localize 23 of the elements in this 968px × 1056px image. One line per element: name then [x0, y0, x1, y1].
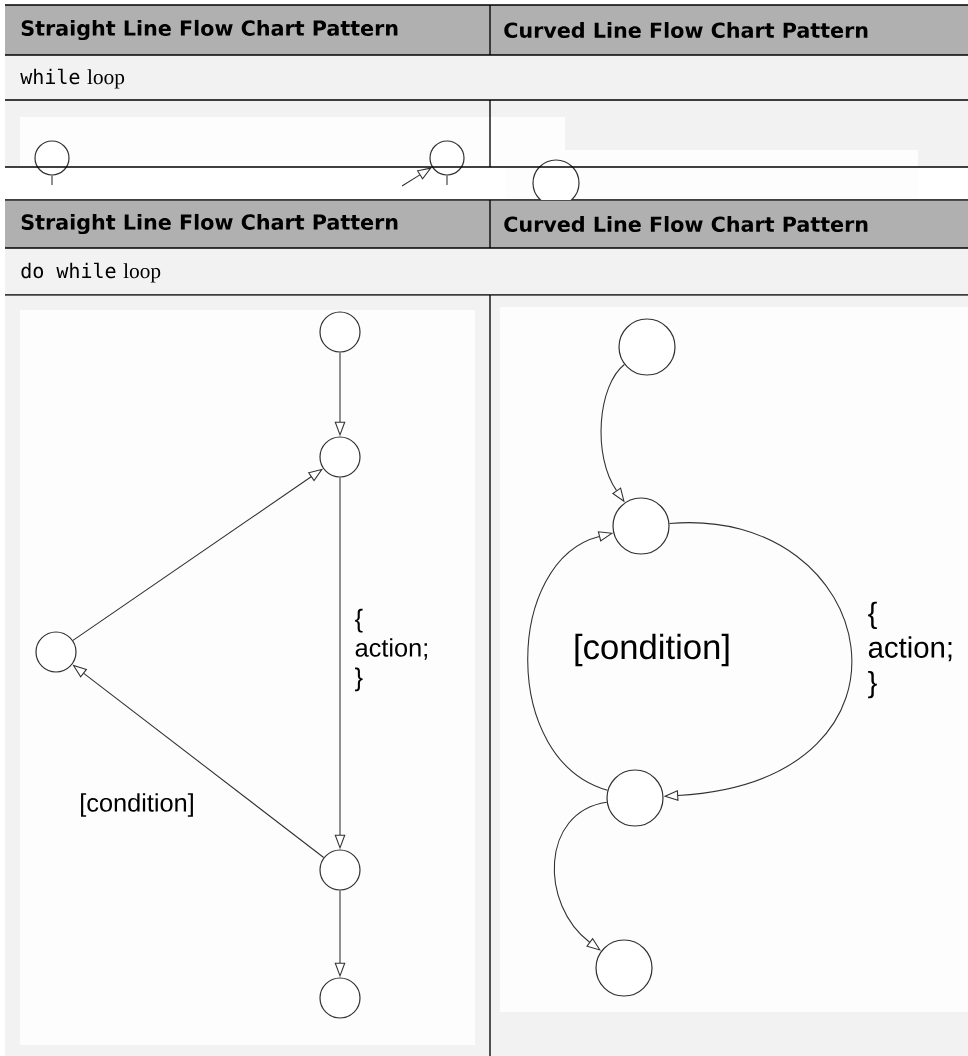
header-cell: Straight Line Flow Chart Pattern	[5, 5, 490, 55]
state-circle	[618, 318, 676, 376]
state-circle	[606, 769, 664, 827]
state-circle	[319, 311, 361, 353]
edge-label: [condition]	[77, 791, 197, 819]
state-circle	[595, 939, 653, 997]
state-circle	[612, 497, 670, 555]
edge-label: { action; }	[353, 607, 427, 693]
state-circle	[532, 159, 580, 200]
state-circle	[35, 631, 77, 673]
state-circle	[319, 436, 361, 478]
header-cell: Curved Line Flow Chart Pattern	[490, 5, 968, 55]
table-row: do while loop	[5, 248, 968, 295]
table-row: while loop	[5, 55, 968, 100]
state-circle	[34, 140, 70, 176]
state-circle	[319, 977, 361, 1019]
header-cell: Curved Line Flow Chart Pattern	[490, 200, 968, 248]
header-cell: Straight Line Flow Chart Pattern	[5, 200, 490, 248]
arrow	[554, 801, 608, 951]
state-circle	[429, 140, 465, 176]
edge-label: { action; }	[866, 600, 952, 700]
edge-label: [condition]	[571, 632, 733, 668]
state-circle	[319, 849, 361, 891]
